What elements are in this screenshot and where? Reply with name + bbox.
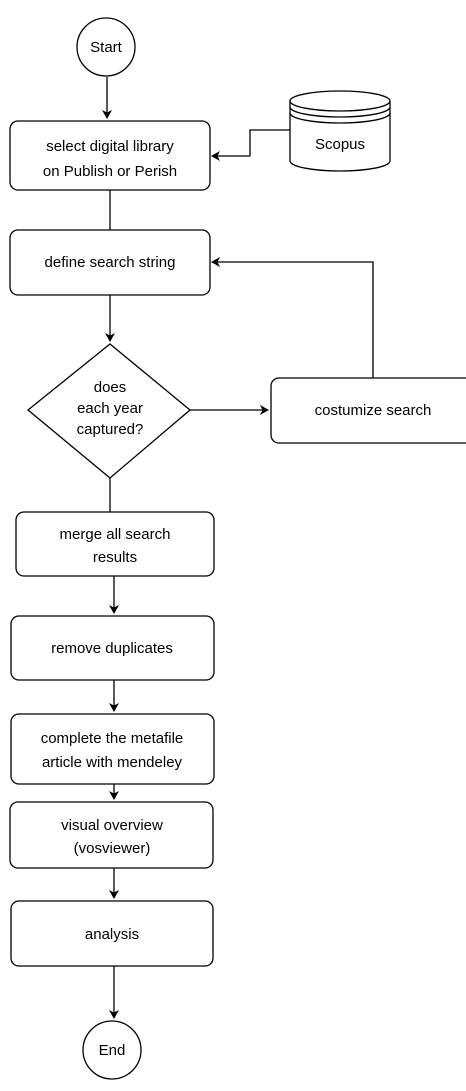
customize-search-step: costumize search — [270, 377, 466, 444]
scopus-label: Scopus — [315, 136, 365, 153]
define-search-label: define search string — [45, 254, 176, 271]
complete-metafile-step: complete the metafile article with mende… — [10, 713, 215, 785]
visual-overview-line-2: (vosviewer) — [74, 840, 151, 857]
edge-customize-to-define — [211, 257, 374, 378]
remove-duplicates-step: remove duplicates — [10, 615, 215, 681]
define-search-step: define search string — [9, 229, 211, 296]
start-label: Start — [90, 39, 123, 56]
merge-results-line-1: merge all search — [60, 526, 171, 543]
decision-line-3: captured? — [77, 421, 144, 438]
merge-results-step: merge all search results — [15, 511, 215, 577]
year-captured-decision: does each year captured? — [26, 343, 192, 479]
select-library-line-1: select digital library — [46, 138, 174, 155]
connectors — [102, 77, 374, 1019]
select-library-line-2: on Publish or Perish — [43, 163, 177, 180]
customize-search-label: costumize search — [315, 402, 432, 419]
scopus-database: Scopus — [289, 90, 391, 172]
end-label: End — [99, 1042, 126, 1059]
merge-results-line-2: results — [93, 549, 137, 566]
edge-scopus-to-select — [211, 129, 290, 161]
end-node: End — [82, 1020, 142, 1080]
analysis-step: analysis — [10, 900, 214, 967]
start-node: Start — [76, 17, 136, 77]
decision-line-2: each year — [77, 400, 143, 417]
select-library-step: select digital library on Publish or Per… — [9, 120, 211, 191]
complete-metafile-line-2: article with mendeley — [42, 754, 183, 771]
decision-line-1: does — [94, 379, 127, 396]
visual-overview-step: visual overview (vosviewer) — [9, 801, 214, 869]
remove-duplicates-label: remove duplicates — [51, 640, 173, 657]
visual-overview-line-1: visual overview — [61, 817, 163, 834]
complete-metafile-line-1: complete the metafile — [41, 730, 184, 747]
analysis-label: analysis — [85, 926, 139, 943]
